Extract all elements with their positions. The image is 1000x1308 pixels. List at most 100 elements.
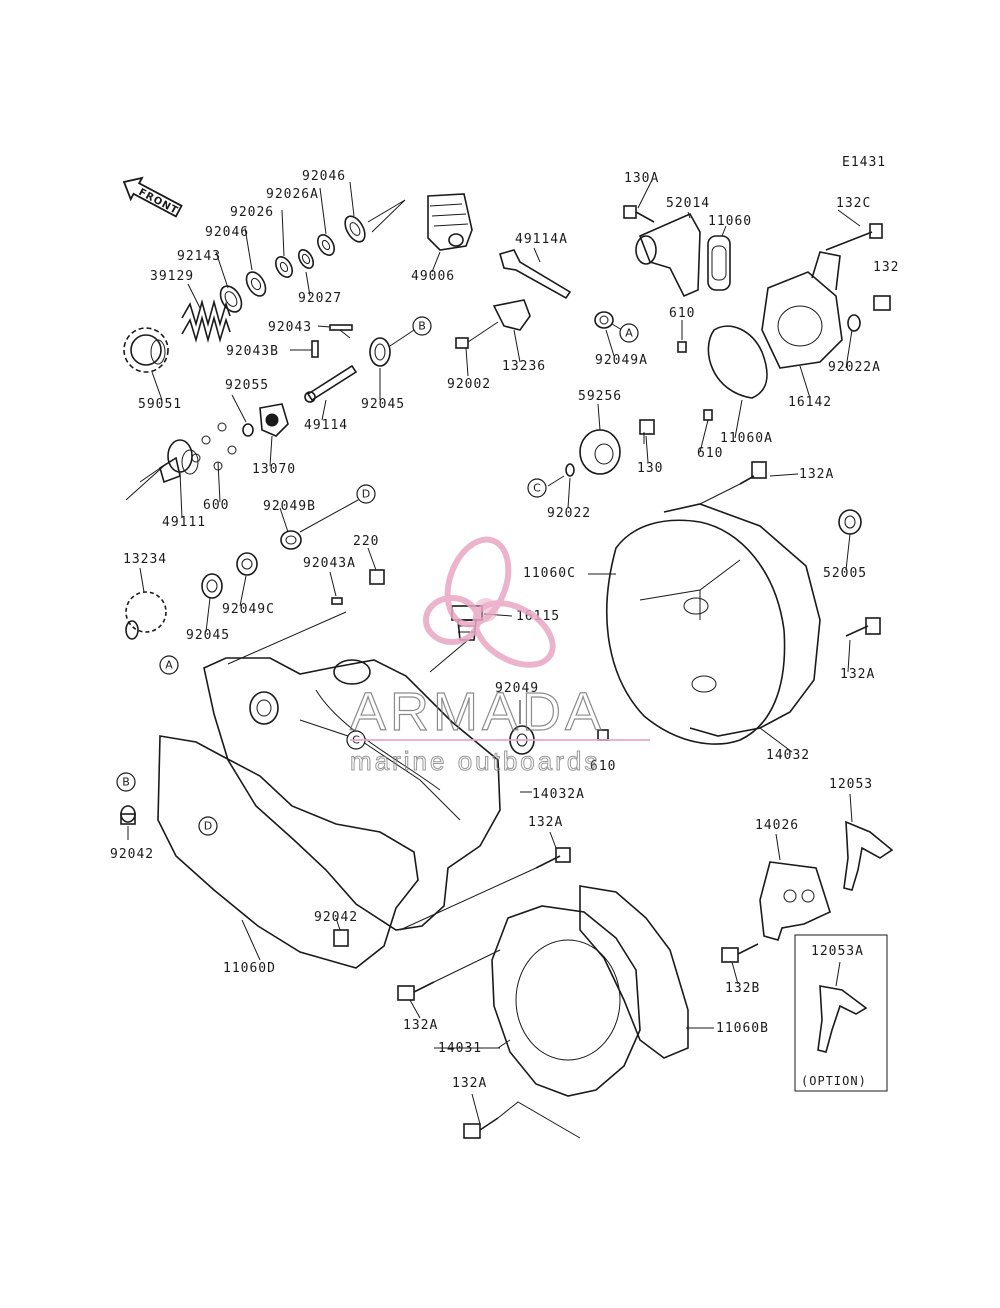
- gasket-11060b-icon: [579, 885, 689, 1059]
- bolt-92002-icon: [455, 321, 499, 349]
- option-box: (OPTION): [794, 934, 888, 1092]
- part-label: 49114: [304, 418, 348, 433]
- svg-text:A: A: [165, 659, 173, 672]
- part-label: 92042: [314, 910, 358, 925]
- armada-logo-watermark: ARMADA marine outboards: [349, 536, 650, 777]
- magneto-cover-14031-icon: [491, 905, 641, 1097]
- part-label: 132A: [528, 815, 563, 830]
- part-label: 14032: [766, 748, 810, 763]
- bracket-14026-icon: [759, 861, 831, 941]
- steel-balls-600-icon: [191, 422, 237, 471]
- callout-d: D: [198, 816, 218, 836]
- part-label: 92049: [495, 681, 539, 696]
- bolt-132a-top-icon: [699, 461, 767, 505]
- washer-92022-icon: [565, 463, 575, 477]
- o-ring-92055-icon: [242, 423, 254, 437]
- part-label: 92143: [177, 249, 221, 264]
- seal-52005-icon: [838, 509, 862, 535]
- leader-line: [547, 475, 565, 487]
- part-label: 11060D: [223, 961, 276, 976]
- leader-line: [290, 325, 331, 351]
- part-label: 92055: [225, 378, 269, 393]
- bearing-92045b-icon: [201, 573, 223, 599]
- part-label: 16142: [788, 395, 832, 410]
- svg-text:A: A: [625, 327, 633, 340]
- bolt-132a-bottom-icon: [463, 1101, 581, 1139]
- part-label: 12053A: [811, 944, 864, 959]
- diagram-code: E1431: [842, 155, 886, 170]
- pin-92043a-icon: [331, 597, 343, 605]
- callout-a: A: [619, 323, 639, 343]
- part-label: 132: [873, 260, 899, 275]
- bearing-92049c-icon: [236, 552, 258, 576]
- gasket-11060a-icon: [707, 325, 768, 399]
- svg-text:C: C: [533, 482, 541, 495]
- part-label: 132C: [836, 196, 871, 211]
- part-label: 59051: [138, 397, 182, 412]
- part-label: 12053: [829, 777, 873, 792]
- part-label: 39129: [150, 269, 194, 284]
- callout-b: B: [116, 772, 136, 792]
- pin-92043-icon: [329, 324, 353, 331]
- part-label: 11060B: [716, 1021, 769, 1036]
- part-label: 610: [669, 306, 695, 321]
- part-label: 92022A: [828, 360, 881, 375]
- part-label: 130A: [624, 171, 659, 186]
- washer-92026a-icon: [317, 234, 335, 256]
- impeller-59256-icon: [579, 429, 621, 475]
- part-label: 610: [590, 759, 616, 774]
- pump-case-49006-icon: [427, 193, 473, 251]
- part-label: 132B: [725, 981, 760, 996]
- part-label: 13234: [123, 552, 167, 567]
- bearing-13234-gear-icon: [125, 591, 167, 640]
- crankcase-cover-14032a-icon: [203, 657, 501, 931]
- part-label: 132A: [452, 1076, 487, 1091]
- washer-92026-icon: [275, 256, 293, 278]
- shaft-49114-icon: [304, 364, 358, 403]
- washer-92046-icon: [344, 215, 366, 243]
- gasket-11060d-icon: [157, 735, 419, 969]
- impeller-13070-icon: [259, 403, 289, 437]
- part-label: 92049B: [263, 499, 316, 514]
- part-label: 132A: [840, 667, 875, 682]
- bolt-130a-icon: [623, 205, 655, 223]
- washer-92022a-icon: [847, 314, 861, 332]
- spring-39129-icon: [181, 298, 231, 344]
- bolt-220-icon: [369, 569, 385, 585]
- part-label: 92043B: [226, 344, 279, 359]
- part-label: 59256: [578, 389, 622, 404]
- callout-c: C: [527, 478, 547, 498]
- bolt-132a-lower-left-icon: [397, 949, 501, 1001]
- bearing-92143-icon: [219, 285, 243, 313]
- lever-12053-icon: [843, 820, 894, 891]
- bearing-92045-icon: [369, 337, 391, 367]
- leader-line: [367, 199, 406, 233]
- part-label: 220: [353, 534, 379, 549]
- part-label: 92026A: [266, 187, 319, 202]
- part-label: 92002: [447, 377, 491, 392]
- clutch-cover-14032-icon: [639, 503, 821, 737]
- bolt-132a-center-icon: [399, 847, 571, 931]
- shaft-49114a-icon: [499, 249, 572, 300]
- washer-92027-icon: [297, 249, 315, 269]
- bolt-130-icon: [639, 419, 655, 444]
- gasket-11060-icon: [707, 235, 731, 291]
- shaft-49111-icon: [125, 439, 199, 501]
- part-label: 92042: [110, 847, 154, 862]
- svg-text:D: D: [204, 820, 212, 833]
- part-label: 13236: [502, 359, 546, 374]
- dowel-610-icon: [677, 341, 713, 421]
- seal-92049b-icon: [280, 499, 359, 550]
- part-label: 52005: [823, 566, 867, 581]
- part-label: 92027: [298, 291, 342, 306]
- bolt-132c-icon: [825, 223, 883, 251]
- part-label: 11060C: [523, 566, 576, 581]
- callout-b: B: [412, 316, 432, 336]
- leader-line: [227, 611, 521, 724]
- watermark-title: ARMADA: [350, 682, 605, 742]
- dowel-92042b-icon: [333, 929, 349, 947]
- gear-59051-icon: [123, 327, 169, 373]
- part-label: 600: [203, 498, 229, 513]
- bracket-13236-icon: [492, 299, 531, 331]
